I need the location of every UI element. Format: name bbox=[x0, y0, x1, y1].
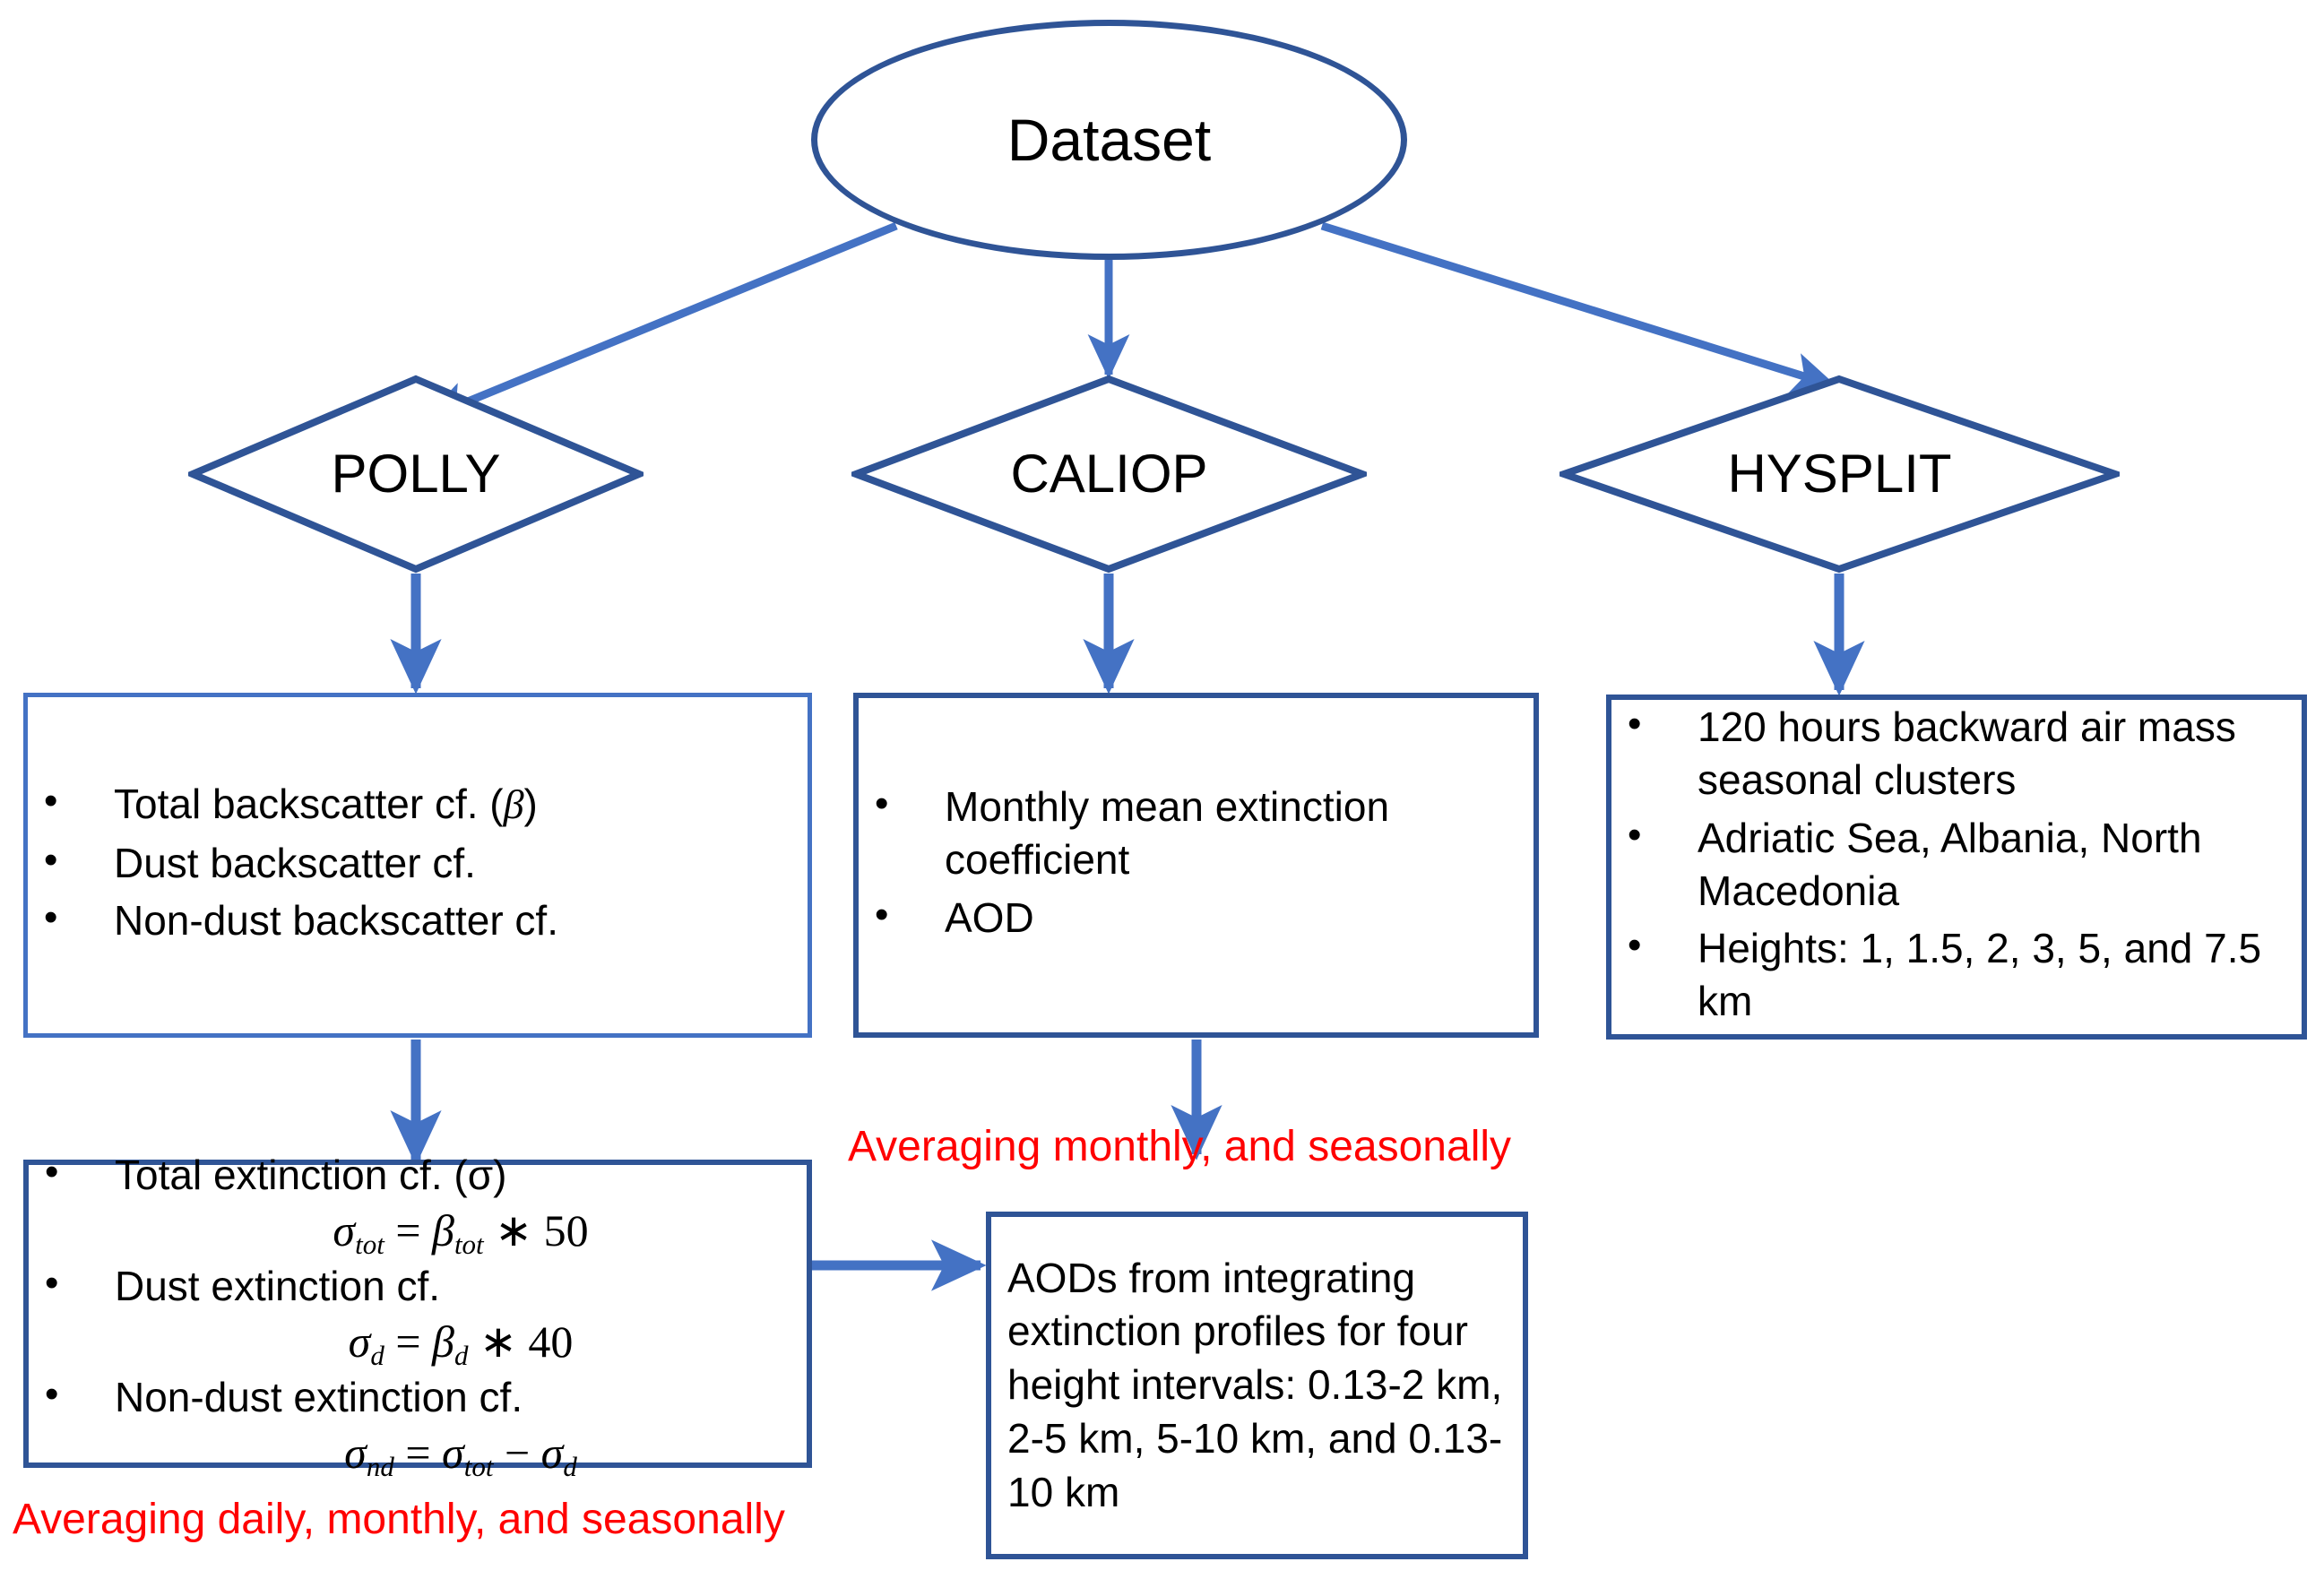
caliop-diamond-shape bbox=[851, 375, 1367, 574]
list-item: Dust extinction cf. σd = βd ∗ 40 bbox=[29, 1258, 807, 1372]
extinction-item-0-text: Total extinction cf. (σ) bbox=[115, 1152, 507, 1199]
node-polly[interactable]: POLLY bbox=[188, 375, 644, 574]
list-item: Heights: 1, 1.5, 2, 3, 5, and 7.5 km bbox=[1611, 920, 2302, 1028]
extinction-item-2-text: Non-dust extinction cf. bbox=[115, 1373, 523, 1420]
edge-dataset-to-hysplit bbox=[1320, 221, 1838, 393]
list-item: 120 hours backward air mass seasonal clu… bbox=[1611, 699, 2302, 807]
note-averaging-daily-monthly-seasonally: Averaging daily, monthly, and seasonally bbox=[13, 1496, 785, 1543]
node-dataset[interactable]: Dataset bbox=[811, 20, 1407, 260]
list-item: AOD bbox=[859, 890, 1533, 945]
hysplit-diamond-shape bbox=[1559, 375, 2120, 574]
list-item: Non-dust extinction cf. σnd = σtot − σd bbox=[29, 1369, 807, 1483]
node-hysplit[interactable]: HYSPLIT bbox=[1559, 375, 2120, 574]
node-hysplit-label: HYSPLIT bbox=[1727, 444, 1952, 504]
box-extinction-coefficients[interactable]: Total extinction cf. (σ) σtot = βtot ∗ 5… bbox=[23, 1147, 812, 1482]
polly-diamond-shape bbox=[188, 375, 644, 574]
box-hysplit-outputs[interactable]: 120 hours backward air mass seasonal clu… bbox=[1606, 695, 2307, 1040]
node-polly-label: POLLY bbox=[331, 444, 501, 504]
note-averaging-monthly-seasonally: Averaging monthly, and seasonally bbox=[848, 1123, 1512, 1170]
box-polly-outputs[interactable]: Total backscatter cf. (β) Dust backscatt… bbox=[23, 693, 812, 1038]
formula-sigma-nd: σnd = σtot − σd bbox=[344, 1427, 577, 1483]
formula-sigma-tot: σtot = βtot ∗ 50 bbox=[333, 1205, 589, 1261]
caliop-outputs-list: Monthly mean extinction coefficient AOD bbox=[859, 779, 1533, 950]
list-item: Dust backscatter cf. bbox=[28, 835, 808, 890]
list-item: Non-dust backscatter cf. bbox=[28, 893, 808, 947]
list-item: Total backscatter cf. (β) bbox=[28, 776, 808, 832]
box-aods[interactable]: AODs from integrating extinction profile… bbox=[986, 1212, 1528, 1559]
list-item: Monthly mean extinction coefficient bbox=[859, 779, 1533, 886]
node-caliop-label: CALIOP bbox=[1010, 444, 1208, 504]
hysplit-outputs-list: 120 hours backward air mass seasonal clu… bbox=[1611, 699, 2302, 1033]
list-item: Adriatic Sea, Albania, North Macedonia bbox=[1611, 810, 2302, 918]
node-caliop[interactable]: CALIOP bbox=[851, 375, 1367, 574]
box-caliop-outputs[interactable]: Monthly mean extinction coefficient AOD bbox=[853, 693, 1539, 1038]
formula-sigma-d: σd = βd ∗ 40 bbox=[348, 1316, 574, 1372]
extinction-list: Total extinction cf. (σ) σtot = βtot ∗ 5… bbox=[29, 1145, 807, 1482]
list-item: Total extinction cf. (σ) σtot = βtot ∗ 5… bbox=[29, 1147, 807, 1261]
node-dataset-label: Dataset bbox=[1006, 107, 1212, 173]
polly-outputs-list: Total backscatter cf. (β) Dust backscatt… bbox=[28, 776, 808, 953]
extinction-item-1-text: Dust extinction cf. bbox=[115, 1263, 441, 1310]
aod-box-text: AODs from integrating extinction profile… bbox=[1007, 1254, 1503, 1515]
